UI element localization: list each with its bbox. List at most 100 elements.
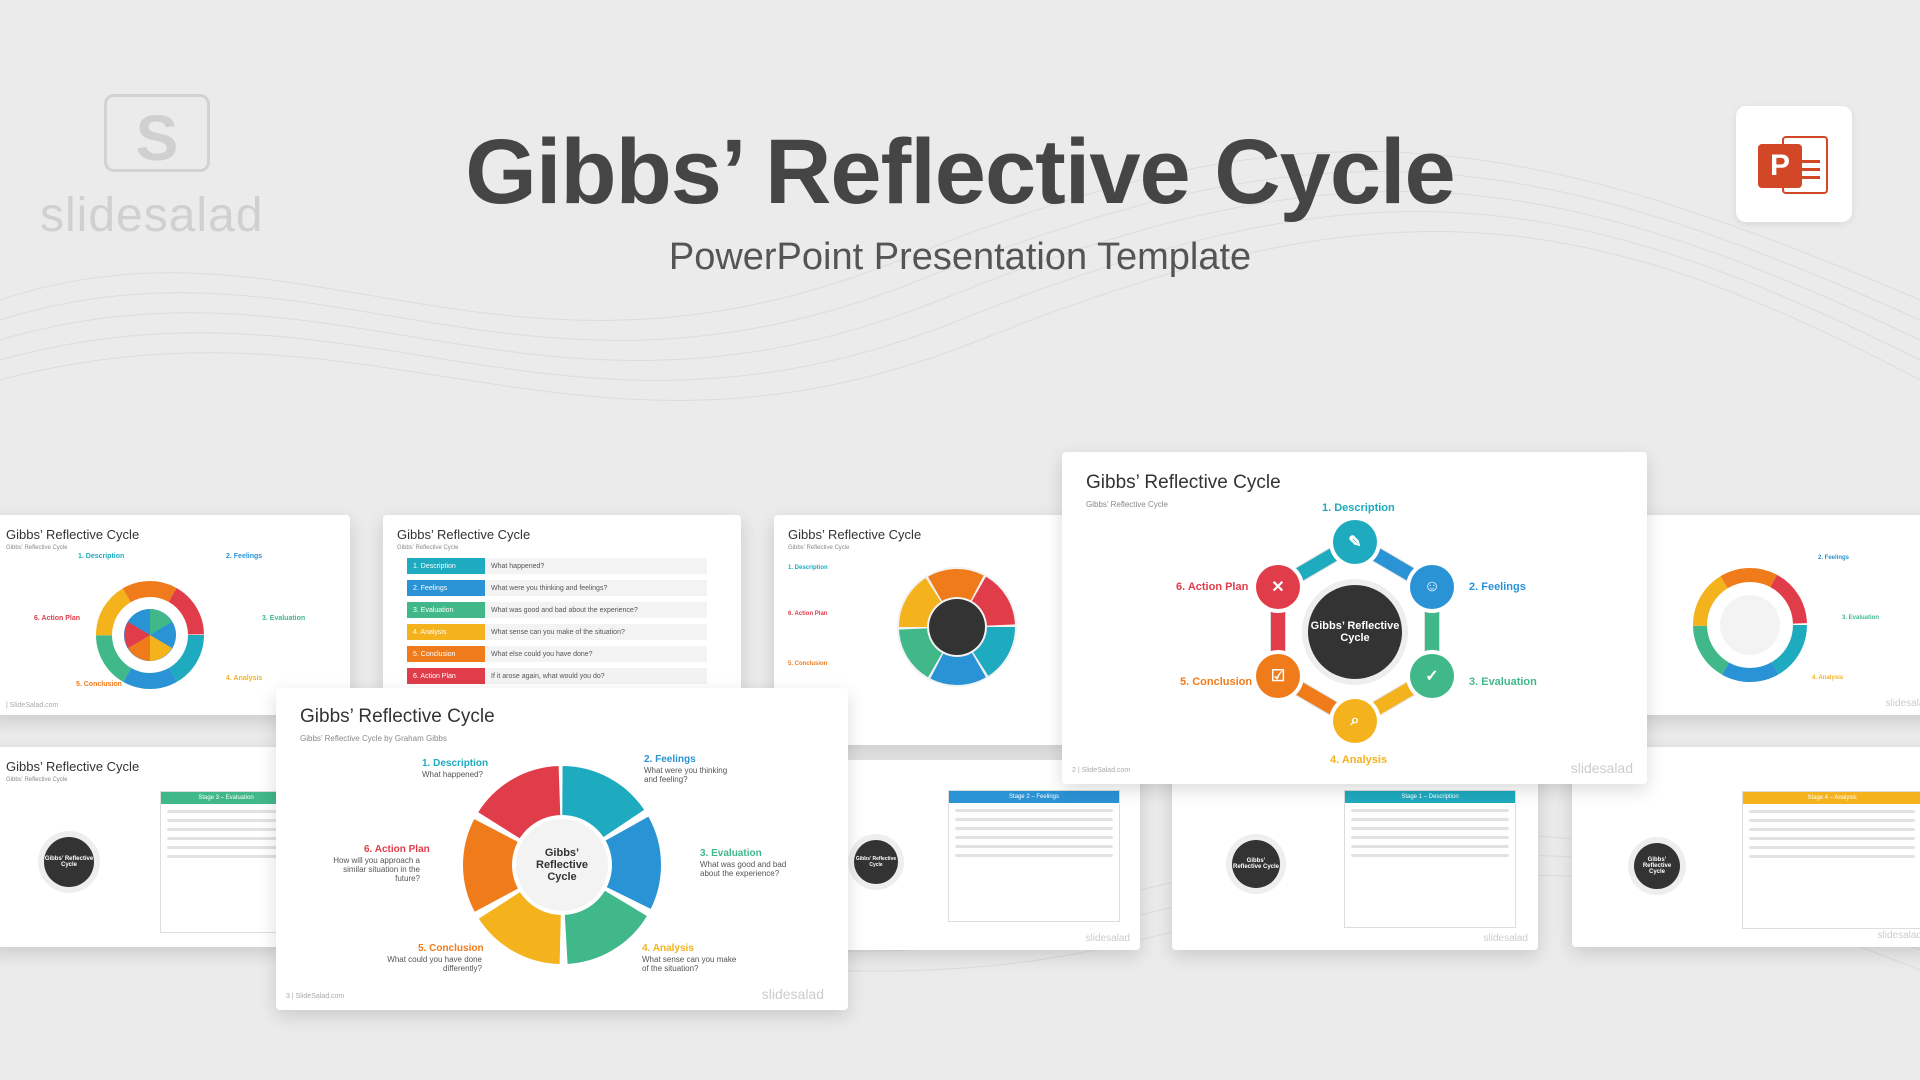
analysis-node-icon: ⌕ [1333, 699, 1377, 743]
slide-large-petal-cycle[interactable]: Gibbs’ Reflective Cycle Gibbs’ Reflectiv… [276, 688, 848, 1010]
ppt-letter: P [1758, 144, 1802, 188]
slide-title: Gibbs’ Reflective Cycle [788, 527, 922, 542]
page-title: Gibbs’ Reflective Cycle [465, 121, 1455, 223]
stage-label: 1. Description [788, 565, 828, 571]
stage-question: How will you approach a similar situatio… [333, 856, 420, 883]
slide-subtitle: Gibbs’ Reflective Cycle [397, 545, 459, 551]
slide-title: Gibbs’ Reflective Cycle [6, 759, 140, 774]
list-tag: 6. Action Plan [407, 668, 485, 684]
list-question: What happened? [485, 558, 707, 574]
conclusion-node-icon: ☑ [1256, 654, 1300, 698]
panel-header: Stage 4 – Analysis [1743, 792, 1920, 804]
slide-subtitle: Gibbs’ Reflective Cycle [6, 545, 68, 551]
list-question: If it arose again, what would you do? [485, 668, 707, 684]
stage-label: 4. Analysis [226, 675, 263, 682]
slide-thumb-feelings[interactable]: Gibbs’ Reflective Cycle Stage 2 – Feelin… [840, 760, 1140, 950]
stage-label: 2. Feelings [1469, 581, 1526, 593]
list-question: What was good and bad about the experien… [485, 602, 707, 618]
stage-label: 4. Analysis [1330, 754, 1388, 766]
stage-label: 3. Evaluation [700, 848, 762, 859]
slide-subtitle: Gibbs’ Reflective Cycle [788, 545, 850, 551]
slide-thumb-evaluation[interactable]: Gibbs’ Reflective Cycle Gibbs’ Reflectiv… [0, 747, 290, 947]
center-circle: Gibbs’ Reflective Cycle [1308, 585, 1402, 679]
stage-panel: Stage 1 – Description [1344, 790, 1516, 928]
stage-label: 5. Conclusion [1180, 676, 1253, 688]
center-circle: Gibbs’ Reflective Cycle [44, 837, 94, 887]
slide-title: Gibbs’ Reflective Cycle [6, 527, 140, 542]
list-tag: 2. Feelings [407, 580, 485, 596]
stage-label: 2. Feelings [644, 754, 696, 765]
stage-label: 1. Description [422, 758, 489, 769]
stage-label: 3. Evaluation [1842, 615, 1880, 621]
center-circle: Gibbs’ Reflective Cycle [1232, 840, 1280, 888]
description-node-icon: ✎ [1333, 520, 1377, 564]
cycle-diagram [1693, 568, 1807, 682]
stage-label: 2. Feelings [226, 553, 263, 560]
slide-thumb-cycle-arrows[interactable]: Gibbs’ Reflective Cycle Gibbs’ Reflectiv… [0, 515, 350, 715]
slide-brand: slidesalad [1085, 933, 1130, 944]
panel-header: Stage 2 – Feelings [949, 791, 1119, 803]
donut-diagram [897, 567, 1017, 687]
stage-label: 5. Conclusion [788, 661, 828, 667]
slide-thumb-donut[interactable]: Gibbs’ Reflective Cycle Gibbs’ Reflectiv… [774, 515, 1074, 745]
slide-subtitle: Gibbs’ Reflective Cycle by Graham Gibbs [300, 734, 447, 743]
stage-panel: Stage 2 – Feelings [948, 790, 1120, 922]
slide-thumb-cycle-right[interactable]: 2. Feelings 3. Evaluation 4. Analysis sl… [1600, 515, 1920, 715]
stage-question: What was good and bad about the experien… [700, 860, 787, 878]
slide-brand: slidesalad [1570, 760, 1633, 776]
slide-brand: slidesalad [1877, 930, 1920, 941]
list-question: What were you thinking and feelings? [485, 580, 707, 596]
logo-letter: S [135, 102, 179, 174]
stage-question: What could you have done differently? [387, 955, 482, 973]
list-question: What else could you have done? [485, 646, 707, 662]
stage-label: 2. Feelings [1818, 555, 1850, 561]
stage-label: 1. Description [78, 553, 125, 560]
slidesalad-logo: S slidesalad [40, 88, 280, 248]
center-circle: Gibbs’ Reflective Cycle [522, 825, 602, 905]
stage-panel: Stage 4 – Analysis [1742, 791, 1920, 929]
slide-title: Gibbs’ Reflective Cycle [397, 527, 531, 542]
panel-header: Stage 3 – Evaluation [161, 792, 290, 804]
logo-wordmark: slidesalad [40, 189, 264, 242]
stage-label: 3. Evaluation [262, 615, 306, 622]
slide-brand: slidesalad [761, 986, 824, 1002]
stage-label: 4. Analysis [1812, 675, 1844, 681]
slide-subtitle: Gibbs’ Reflective Cycle [1086, 500, 1168, 509]
logo-mark: S [104, 94, 210, 174]
stage-label: 4. Analysis [642, 943, 694, 954]
slide-subtitle: Gibbs’ Reflective Cycle [6, 777, 68, 783]
stage-label: 6. Action Plan [788, 611, 828, 617]
stage-label: 6. Action Plan [34, 615, 81, 622]
stage-question: What sense can you make of the situation… [642, 955, 737, 973]
slide-thumb-description[interactable]: Gibbs’ Reflective Cycle Stage 1 – Descri… [1172, 760, 1538, 950]
list-question: What sense can you make of the situation… [485, 624, 707, 640]
stage-label: 6. Action Plan [364, 844, 430, 855]
slide-title: Gibbs’ Reflective Cycle [1086, 472, 1281, 493]
stage-label: 3. Evaluation [1469, 676, 1537, 688]
slide-footer: 2 | SlideSalad.com [1072, 767, 1131, 774]
stage-question: What happened? [422, 770, 483, 779]
slide-thumb-list[interactable]: Gibbs’ Reflective Cycle Gibbs’ Reflectiv… [383, 515, 741, 693]
page-subtitle: PowerPoint Presentation Template [668, 236, 1252, 278]
powerpoint-icon: P [1736, 106, 1852, 222]
stage-question: What were you thinking and feeling? [644, 766, 728, 784]
center-circle: Gibbs’ Reflective Cycle [1634, 843, 1680, 889]
panel-header: Stage 1 – Description [1345, 791, 1515, 803]
stage-label: 5. Conclusion [418, 943, 484, 954]
slide-title: Gibbs’ Reflective Cycle [300, 706, 495, 727]
action-plan-node-icon: ✕ [1256, 565, 1300, 609]
slide-brand: slidesalad [1483, 933, 1528, 944]
stage-panel: Stage 3 – Evaluation [160, 791, 290, 933]
stage-label: 1. Description [1322, 502, 1395, 514]
center-circle: Gibbs’ Reflective Cycle [854, 840, 898, 884]
list-tag: 4. Analysis [407, 624, 485, 640]
slide-large-hex-cycle[interactable]: Gibbs’ Reflective Cycle Gibbs’ Reflectiv… [1062, 452, 1647, 784]
feelings-node-icon: ☺ [1410, 565, 1454, 609]
list-tag: 3. Evaluation [407, 602, 485, 618]
